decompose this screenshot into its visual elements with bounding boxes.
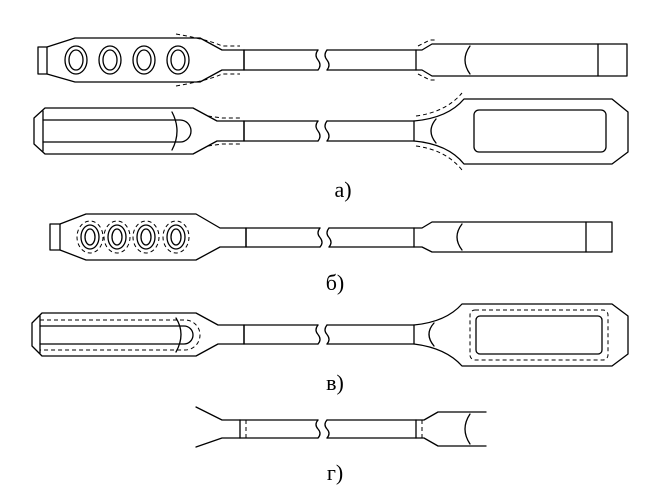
label-b: б) xyxy=(326,270,345,295)
holes-a xyxy=(64,45,190,75)
label-g: г) xyxy=(327,460,343,485)
part-a-top-view xyxy=(37,33,628,87)
part-g xyxy=(195,406,487,448)
part-v xyxy=(31,303,629,367)
label-a: а) xyxy=(334,177,351,202)
part-b xyxy=(49,213,613,261)
label-v: в) xyxy=(326,370,344,395)
holes-b xyxy=(76,220,190,254)
part-a-side-view xyxy=(33,92,629,171)
